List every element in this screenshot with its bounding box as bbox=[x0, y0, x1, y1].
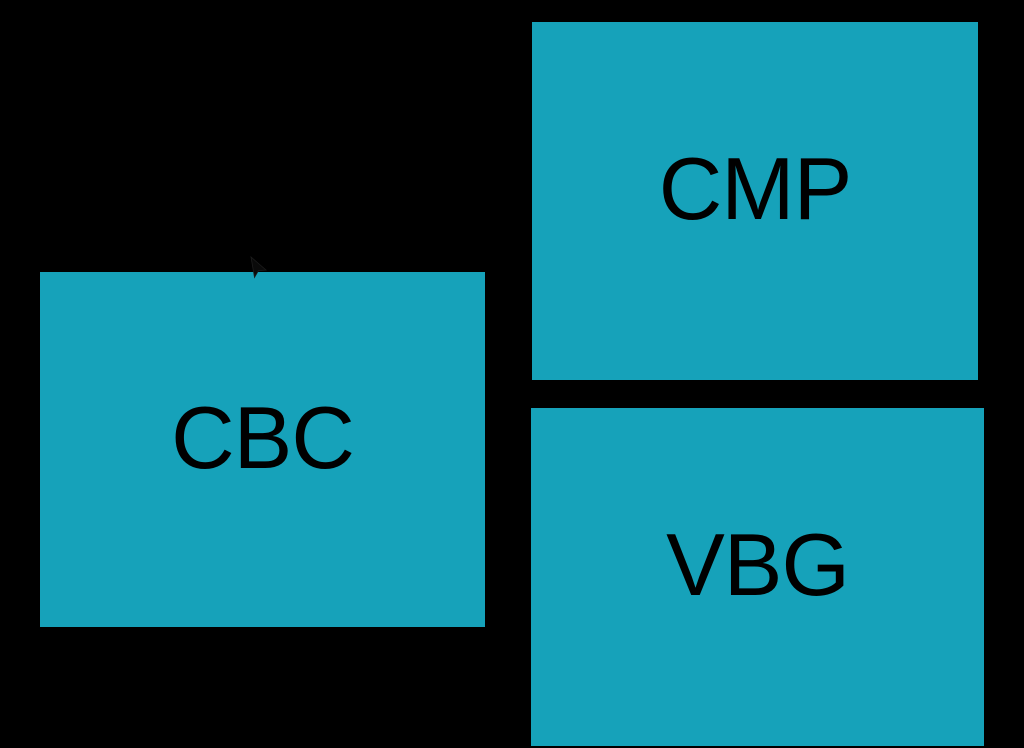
shape-cmp[interactable]: CMP bbox=[532, 22, 978, 380]
shape-cbc[interactable]: CBC bbox=[40, 272, 485, 627]
shape-vbg[interactable]: VBG bbox=[531, 408, 984, 746]
shape-cbc-label: CBC bbox=[171, 387, 355, 487]
shape-vbg-label: VBG bbox=[666, 515, 850, 614]
shape-cmp-label: CMP bbox=[658, 139, 853, 238]
